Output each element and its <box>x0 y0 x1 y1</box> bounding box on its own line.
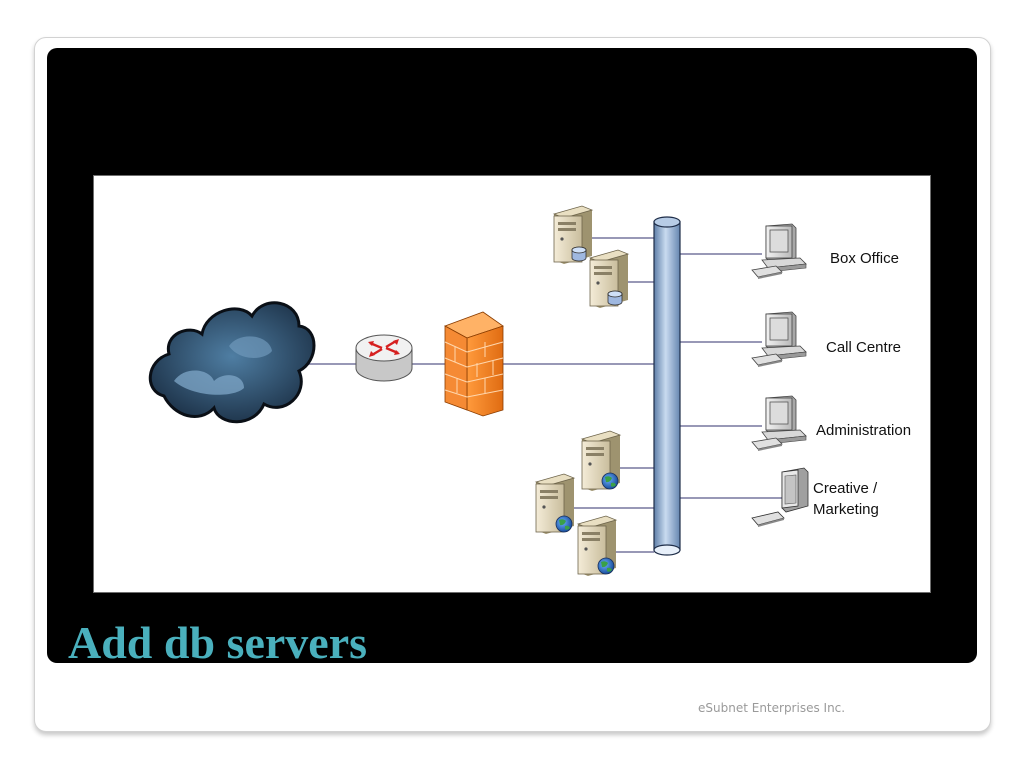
workstation-icon <box>751 395 807 452</box>
slide-title: Add db servers <box>68 617 368 668</box>
web-server-icon <box>577 515 617 577</box>
web-server-icon <box>535 473 575 535</box>
workstation-label-box-office: Box Office <box>830 250 899 267</box>
web-server-icon <box>581 430 621 492</box>
network-diagram: Box Office Call Centre Administration Cr… <box>93 175 931 593</box>
workstation-icon <box>751 311 807 368</box>
workstation-label-creative-line2: Marketing <box>813 501 879 518</box>
crt-monitor-icon <box>751 467 809 527</box>
network-links <box>294 237 784 553</box>
cloud-icon <box>148 301 316 424</box>
workstation-icon <box>751 223 807 280</box>
workstation-label-administration: Administration <box>816 422 911 439</box>
firewall-icon <box>444 311 504 417</box>
router-icon <box>355 334 413 382</box>
workstation-label-creative-line1: Creative / <box>813 480 878 497</box>
slide-footer: eSubnet Enterprises Inc. <box>698 701 846 715</box>
db-server-icon <box>553 205 593 265</box>
workstation-label-call-centre: Call Centre <box>826 339 901 356</box>
backbone-pipe-icon <box>653 216 681 556</box>
network-diagram-svg: Box Office Call Centre Administration Cr… <box>148 205 911 577</box>
db-server-icon <box>589 249 629 309</box>
